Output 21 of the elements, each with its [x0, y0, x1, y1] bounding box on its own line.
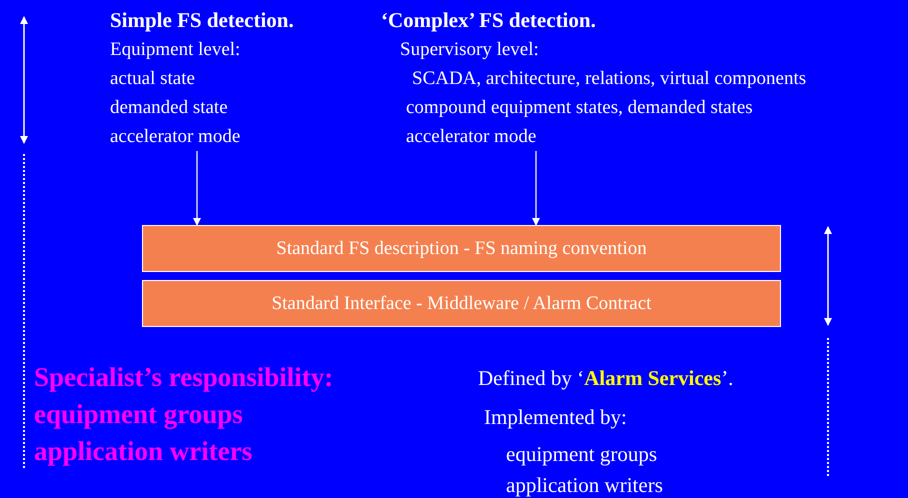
responsibility-item: equipment groups	[34, 398, 243, 430]
layer-bar: Standard FS description - FS naming convention	[142, 225, 781, 272]
list-text: actual state	[110, 67, 195, 91]
list-text: SCADA, architecture, relations, virtual components	[411, 67, 806, 91]
list-text: compound equipment states, demanded states	[405, 96, 753, 120]
implementation-heading: Implemented by:	[484, 405, 627, 430]
list-text: Supervisory level:	[399, 38, 539, 62]
layer-bar: Standard Interface - Middleware / Alarm Contract	[142, 280, 781, 327]
heading: Simple FS detection.	[110, 7, 294, 34]
list-text: Equipment level:	[110, 38, 240, 62]
responsibility-item: application writers	[34, 435, 252, 468]
arrow	[193, 151, 201, 226]
arrow	[532, 151, 540, 226]
list-text: accelerator mode	[110, 125, 240, 149]
implementation-item: equipment groups	[506, 442, 658, 468]
implementation-item: application writers	[506, 473, 663, 498]
list-text: accelerator mode	[405, 125, 536, 149]
responsibility-heading: Specialist’s responsibility:	[34, 361, 334, 394]
heading: ‘Complex’ FS detection.	[381, 7, 596, 34]
definition-note: Defined by ‘Alarm Services’.	[478, 366, 734, 392]
list-text: demanded state	[110, 96, 228, 120]
